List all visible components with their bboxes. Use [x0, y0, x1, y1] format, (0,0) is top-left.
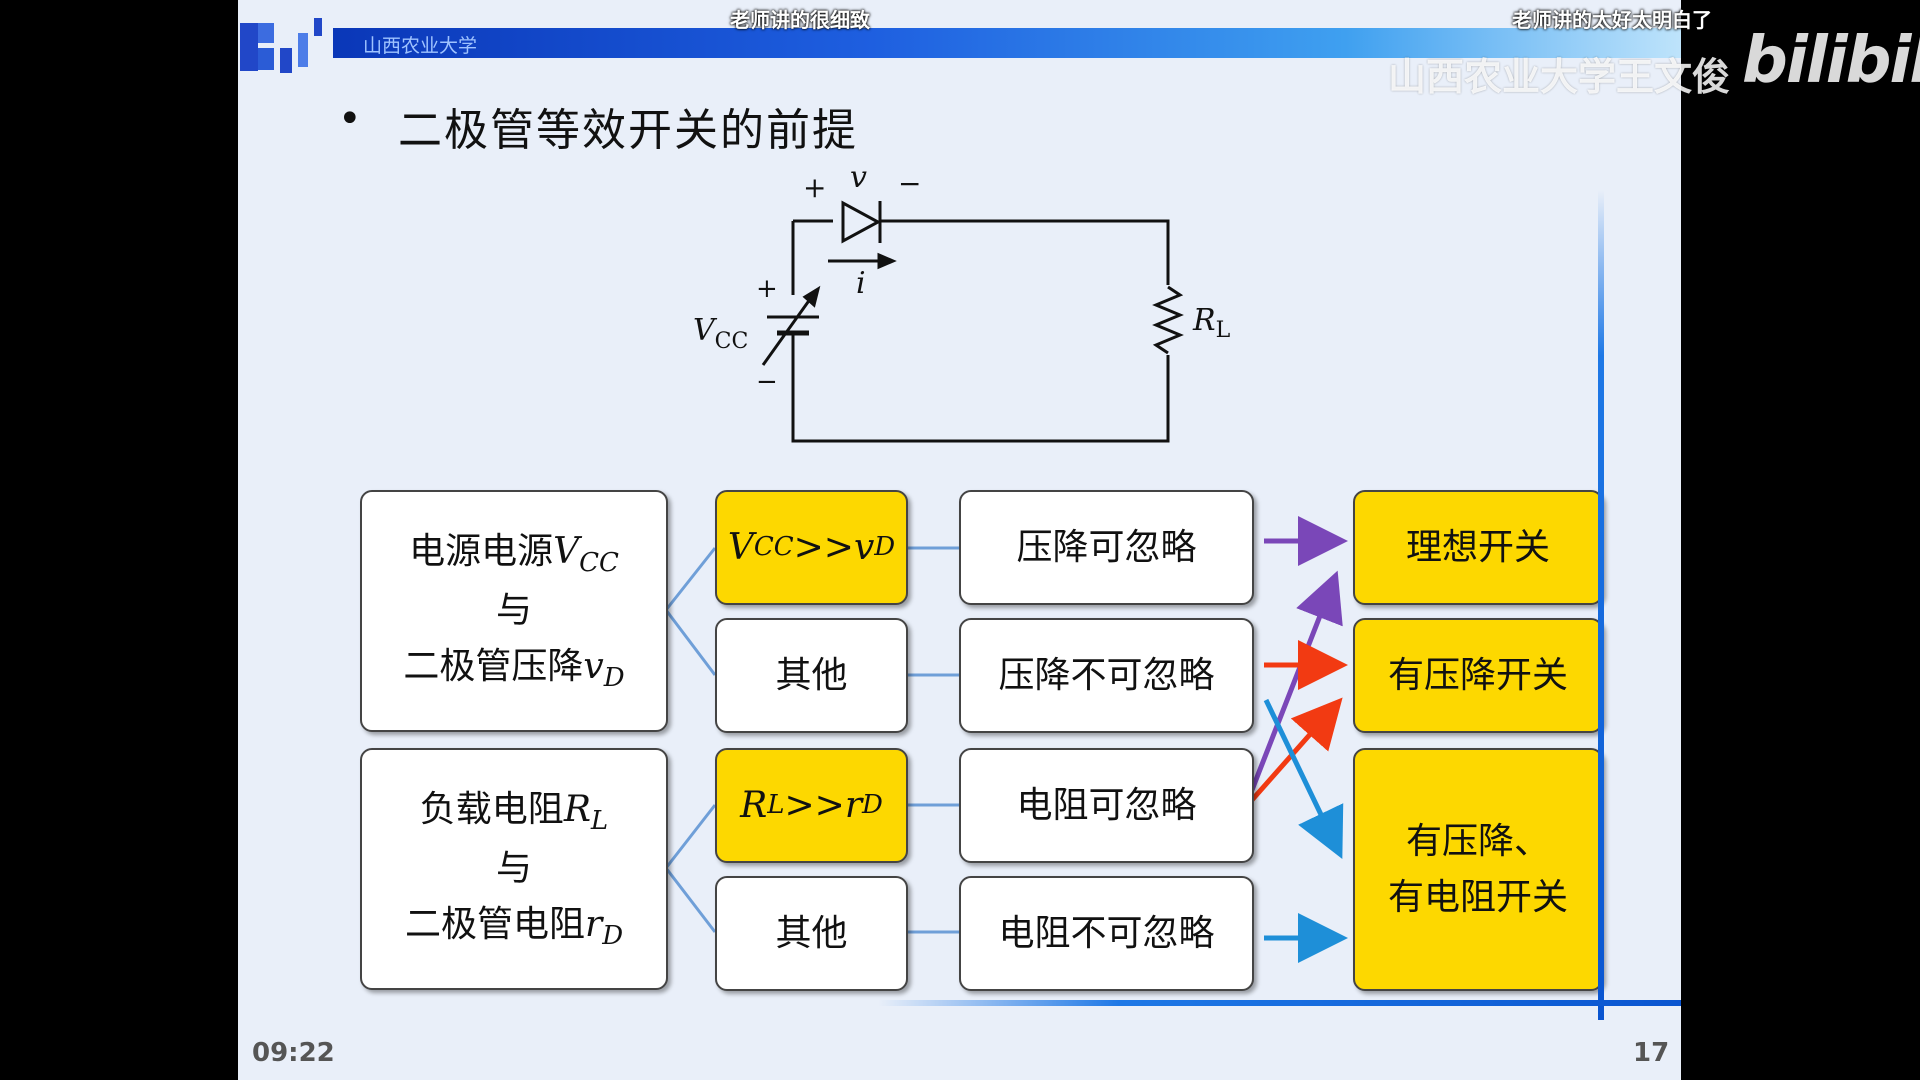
- title-banner: [333, 28, 1681, 58]
- vcc-minus-sign: −: [756, 367, 778, 397]
- bilibili-logo: bilibili: [1742, 24, 1920, 98]
- variable-source-symbol: [761, 285, 821, 366]
- switch-ideal: 理想开关: [1353, 490, 1603, 605]
- bullet-icon: •: [338, 96, 362, 142]
- voltage-v-label: v: [850, 165, 867, 195]
- vcc-label: VCC: [693, 313, 748, 354]
- university-label: 山西农业大学: [363, 35, 478, 57]
- condition-other-voltage: 其他: [715, 618, 908, 733]
- result-voltage-not-negligible: 压降不可忽略: [959, 618, 1254, 733]
- current-arrow: [828, 252, 897, 270]
- resistor-symbol: [1152, 285, 1184, 355]
- university-logo: [238, 18, 338, 73]
- video-timestamp: 09:22: [252, 1038, 335, 1068]
- rl-label: RL: [1193, 303, 1231, 343]
- result-resistance-not-negligible: 电阻不可忽略: [959, 876, 1254, 991]
- decorative-vertical-line: [1598, 190, 1604, 1020]
- danmaku-comment-1: 老师讲的很细致: [730, 8, 870, 32]
- minus-sign: −: [898, 167, 921, 200]
- slide-title: 二极管等效开关的前提: [398, 105, 858, 156]
- current-i-label: i: [856, 266, 866, 301]
- diode-circuit-diagram: + − v i + − VCC: [693, 165, 1184, 443]
- decorative-horizontal-line: [878, 1000, 1681, 1006]
- page-number: 17: [1633, 1038, 1670, 1068]
- diode-symbol: [833, 200, 882, 244]
- plus-sign: +: [803, 171, 826, 204]
- switch-voltage-drop-resistance: 有压降、 有电阻开关: [1353, 748, 1603, 991]
- group-box-voltage: 电源电源VCC 与 二极管压降vD: [360, 490, 668, 732]
- watermark-text: 山西农业大学王文俊: [1388, 55, 1731, 99]
- result-voltage-negligible: 压降可忽略: [959, 490, 1254, 605]
- condition-other-resistance: 其他: [715, 876, 908, 991]
- slide: 山西农业大学 • 二极管等效开关的前提 +: [238, 0, 1681, 1080]
- result-resistance-negligible: 电阻可忽略: [959, 748, 1254, 863]
- flow-connectors: [664, 516, 1348, 963]
- group-box-resistance: 负载电阻RL 与 二极管电阻rD: [360, 748, 668, 990]
- switch-voltage-drop: 有压降开关: [1353, 618, 1603, 733]
- vcc-plus-sign: +: [756, 274, 778, 304]
- danmaku-comment-2: 老师讲的太好太明白了: [1512, 8, 1712, 32]
